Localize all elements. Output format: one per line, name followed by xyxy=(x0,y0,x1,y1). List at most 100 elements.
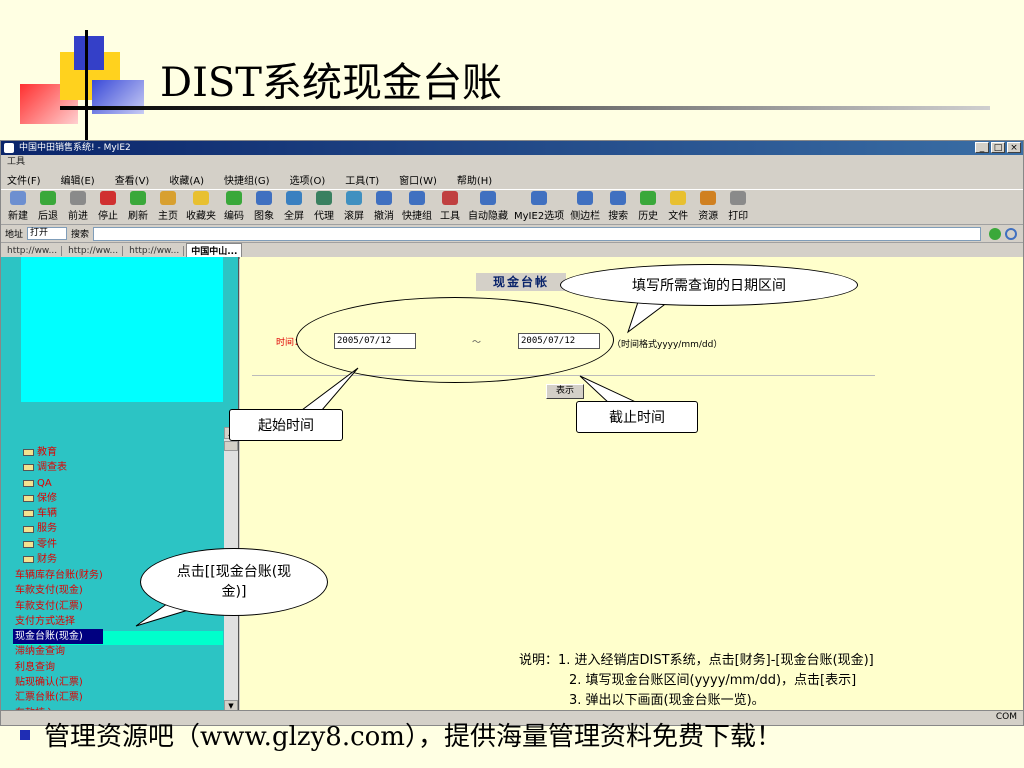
toolbar-button-12[interactable]: 撤消 xyxy=(369,191,399,224)
toolbar-label-19: 历史 xyxy=(638,211,659,222)
address-input[interactable] xyxy=(93,226,981,241)
toolbar: 新建后退前进停止刷新主页收藏夹编码图象全屏代理滚屏撤消快捷组工具自动隐藏 MyIE… xyxy=(1,189,1023,225)
menu-item-6[interactable]: 工具(T) xyxy=(345,175,380,187)
finance-item-6[interactable]: 利息查询 xyxy=(15,661,55,673)
toolbar-icon-8 xyxy=(256,191,272,205)
toolbar-button-22[interactable]: 打印 xyxy=(723,191,753,224)
tree-node-6[interactable]: 零件 xyxy=(23,537,67,552)
tree-node-label: 服务 xyxy=(37,523,57,535)
callout-date-range: 填写所需查询的日期区间 xyxy=(560,264,858,306)
search-icon[interactable] xyxy=(1005,227,1017,240)
finance-item-5[interactable]: 滞纳金查询 xyxy=(15,646,65,658)
tree-node-4[interactable]: 车辆 xyxy=(23,506,67,521)
toolbar-button-3[interactable]: 停止 xyxy=(93,191,123,224)
toolbar-button-1[interactable]: 后退 xyxy=(33,191,63,224)
scroll-down-arrow-icon[interactable]: ▼ xyxy=(224,700,238,712)
scroll-thumb[interactable] xyxy=(224,441,238,451)
search-label: 搜索 xyxy=(71,230,90,240)
tree-node-3[interactable]: 保修 xyxy=(23,491,67,506)
toolbar-label-15: 自动隐藏 xyxy=(468,211,508,222)
finance-item-7[interactable]: 贴现确认(汇票) xyxy=(15,677,83,689)
toolbar-button-5[interactable]: 主页 xyxy=(153,191,183,224)
folder-icon xyxy=(23,449,34,457)
instructions-prefix: 说明： xyxy=(519,653,559,668)
toolbar-button-20[interactable]: 文件 xyxy=(663,191,693,224)
toolbar-icon-19 xyxy=(640,191,657,205)
toolbar-icon-10 xyxy=(316,191,332,205)
minimize-button[interactable]: _ xyxy=(975,142,989,153)
toolbar-button-4[interactable]: 刷新 xyxy=(123,191,153,224)
menu-item-0[interactable]: 文件(F) xyxy=(7,175,41,187)
window-titlebar: 中国中田销售系统! - MyIE2 _ □ × xyxy=(1,141,1023,155)
finance-item-8[interactable]: 汇票台账(汇票) xyxy=(15,692,83,704)
toolbar-icon-7 xyxy=(226,191,242,205)
folder-icon xyxy=(23,525,34,533)
toolbar-button-11[interactable]: 滚屏 xyxy=(339,191,369,224)
browser-tab-1[interactable]: http://ww... xyxy=(64,245,124,256)
toolbar-label-6: 收藏夹 xyxy=(186,211,216,222)
menu-item-2[interactable]: 查看(V) xyxy=(114,175,150,187)
folder-icon xyxy=(23,464,34,472)
browser-tab-2[interactable]: http://ww... xyxy=(125,245,185,256)
tree-node-7[interactable]: 财务 xyxy=(23,552,67,567)
time-label: 时间： xyxy=(276,338,304,348)
browser-tab-3[interactable]: 中国中山... xyxy=(186,243,243,258)
toolbar-button-2[interactable]: 前进 xyxy=(63,191,93,224)
toolbar-icon-18 xyxy=(610,191,627,205)
finance-item-1[interactable]: 车款支付(现金) xyxy=(15,585,83,597)
toolbar-label-11: 滚屏 xyxy=(344,211,364,222)
open-mode-select[interactable]: 打开 xyxy=(27,227,68,240)
go-icon[interactable] xyxy=(989,227,1001,240)
menu-item-3[interactable]: 收藏(A) xyxy=(169,175,204,187)
toolbar-button-16[interactable]: MyIE2选项 xyxy=(511,191,567,224)
finance-item-4[interactable]: 现金台账(现金) xyxy=(13,629,103,645)
tree-node-5[interactable]: 服务 xyxy=(23,521,67,536)
toolbar-icon-13 xyxy=(409,191,425,205)
toolbar-button-9[interactable]: 全屏 xyxy=(279,191,309,224)
toolbar-button-0[interactable]: 新建 xyxy=(3,191,33,224)
finance-item-2[interactable]: 车款支付(汇票) xyxy=(15,600,83,612)
maximize-button[interactable]: □ xyxy=(991,142,1005,153)
toolbar-icon-11 xyxy=(346,191,362,205)
menu-item-7[interactable]: 窗口(W) xyxy=(399,175,437,187)
tree-node-1[interactable]: 调查表 xyxy=(23,460,67,475)
toolbar-button-18[interactable]: 搜索 xyxy=(603,191,633,224)
finance-item-3[interactable]: 支付方式选择 xyxy=(15,615,75,627)
tree-node-0[interactable]: 教育 xyxy=(23,445,67,460)
toolbar-button-17[interactable]: 侧边栏 xyxy=(567,191,603,224)
toolbar-button-7[interactable]: 编码 xyxy=(219,191,249,224)
browser-window: 中国中田销售系统! - MyIE2 _ □ × 工具 文件(F) 编辑(E) 查看(… xyxy=(0,140,1024,726)
tree-node-label: 财务 xyxy=(37,554,57,566)
tools-label: 工具 xyxy=(7,157,26,167)
menu-item-8[interactable]: 帮助(H) xyxy=(456,175,493,187)
browser-tab-0[interactable]: http://ww... xyxy=(3,245,63,256)
toolbar-label-16: MyIE2选项 xyxy=(514,211,565,222)
toolbar-icon-22 xyxy=(730,191,747,205)
toolbar-icon-9 xyxy=(286,191,302,205)
toolbar-label-21: 资源 xyxy=(698,211,719,222)
toolbar-icon-12 xyxy=(376,191,392,205)
folder-icon xyxy=(23,479,34,487)
finance-item-0[interactable]: 车辆库存台账(财务) xyxy=(15,570,103,581)
folder-icon xyxy=(23,540,34,548)
menu-item-1[interactable]: 编辑(E) xyxy=(60,175,95,187)
menu-item-5[interactable]: 选项(O) xyxy=(289,175,326,187)
toolbar-button-6[interactable]: 收藏夹 xyxy=(183,191,219,224)
toolbar-button-8[interactable]: 图象 xyxy=(249,191,279,224)
toolbar-icon-15 xyxy=(480,191,496,205)
callout-start-time: 起始时间 xyxy=(229,409,343,441)
close-button[interactable]: × xyxy=(1007,142,1021,153)
tree-node-label: 车辆 xyxy=(37,508,57,520)
window-controls: _ □ × xyxy=(975,142,1021,153)
toolbar-icon-2 xyxy=(70,191,86,205)
tree-node-2[interactable]: QA xyxy=(23,476,67,491)
toolbar-button-13[interactable]: 快捷组 xyxy=(399,191,435,224)
toolbar-button-19[interactable]: 历史 xyxy=(633,191,663,224)
menu-item-4[interactable]: 快捷组(G) xyxy=(224,175,270,187)
toolbar-button-21[interactable]: 资源 xyxy=(693,191,723,224)
toolbar-label-18: 搜索 xyxy=(608,211,629,222)
toolbar-button-15[interactable]: 自动隐藏 xyxy=(465,191,511,224)
show-button[interactable]: 表示 xyxy=(546,384,584,399)
toolbar-button-14[interactable]: 工具 xyxy=(435,191,465,224)
toolbar-button-10[interactable]: 代理 xyxy=(309,191,339,224)
